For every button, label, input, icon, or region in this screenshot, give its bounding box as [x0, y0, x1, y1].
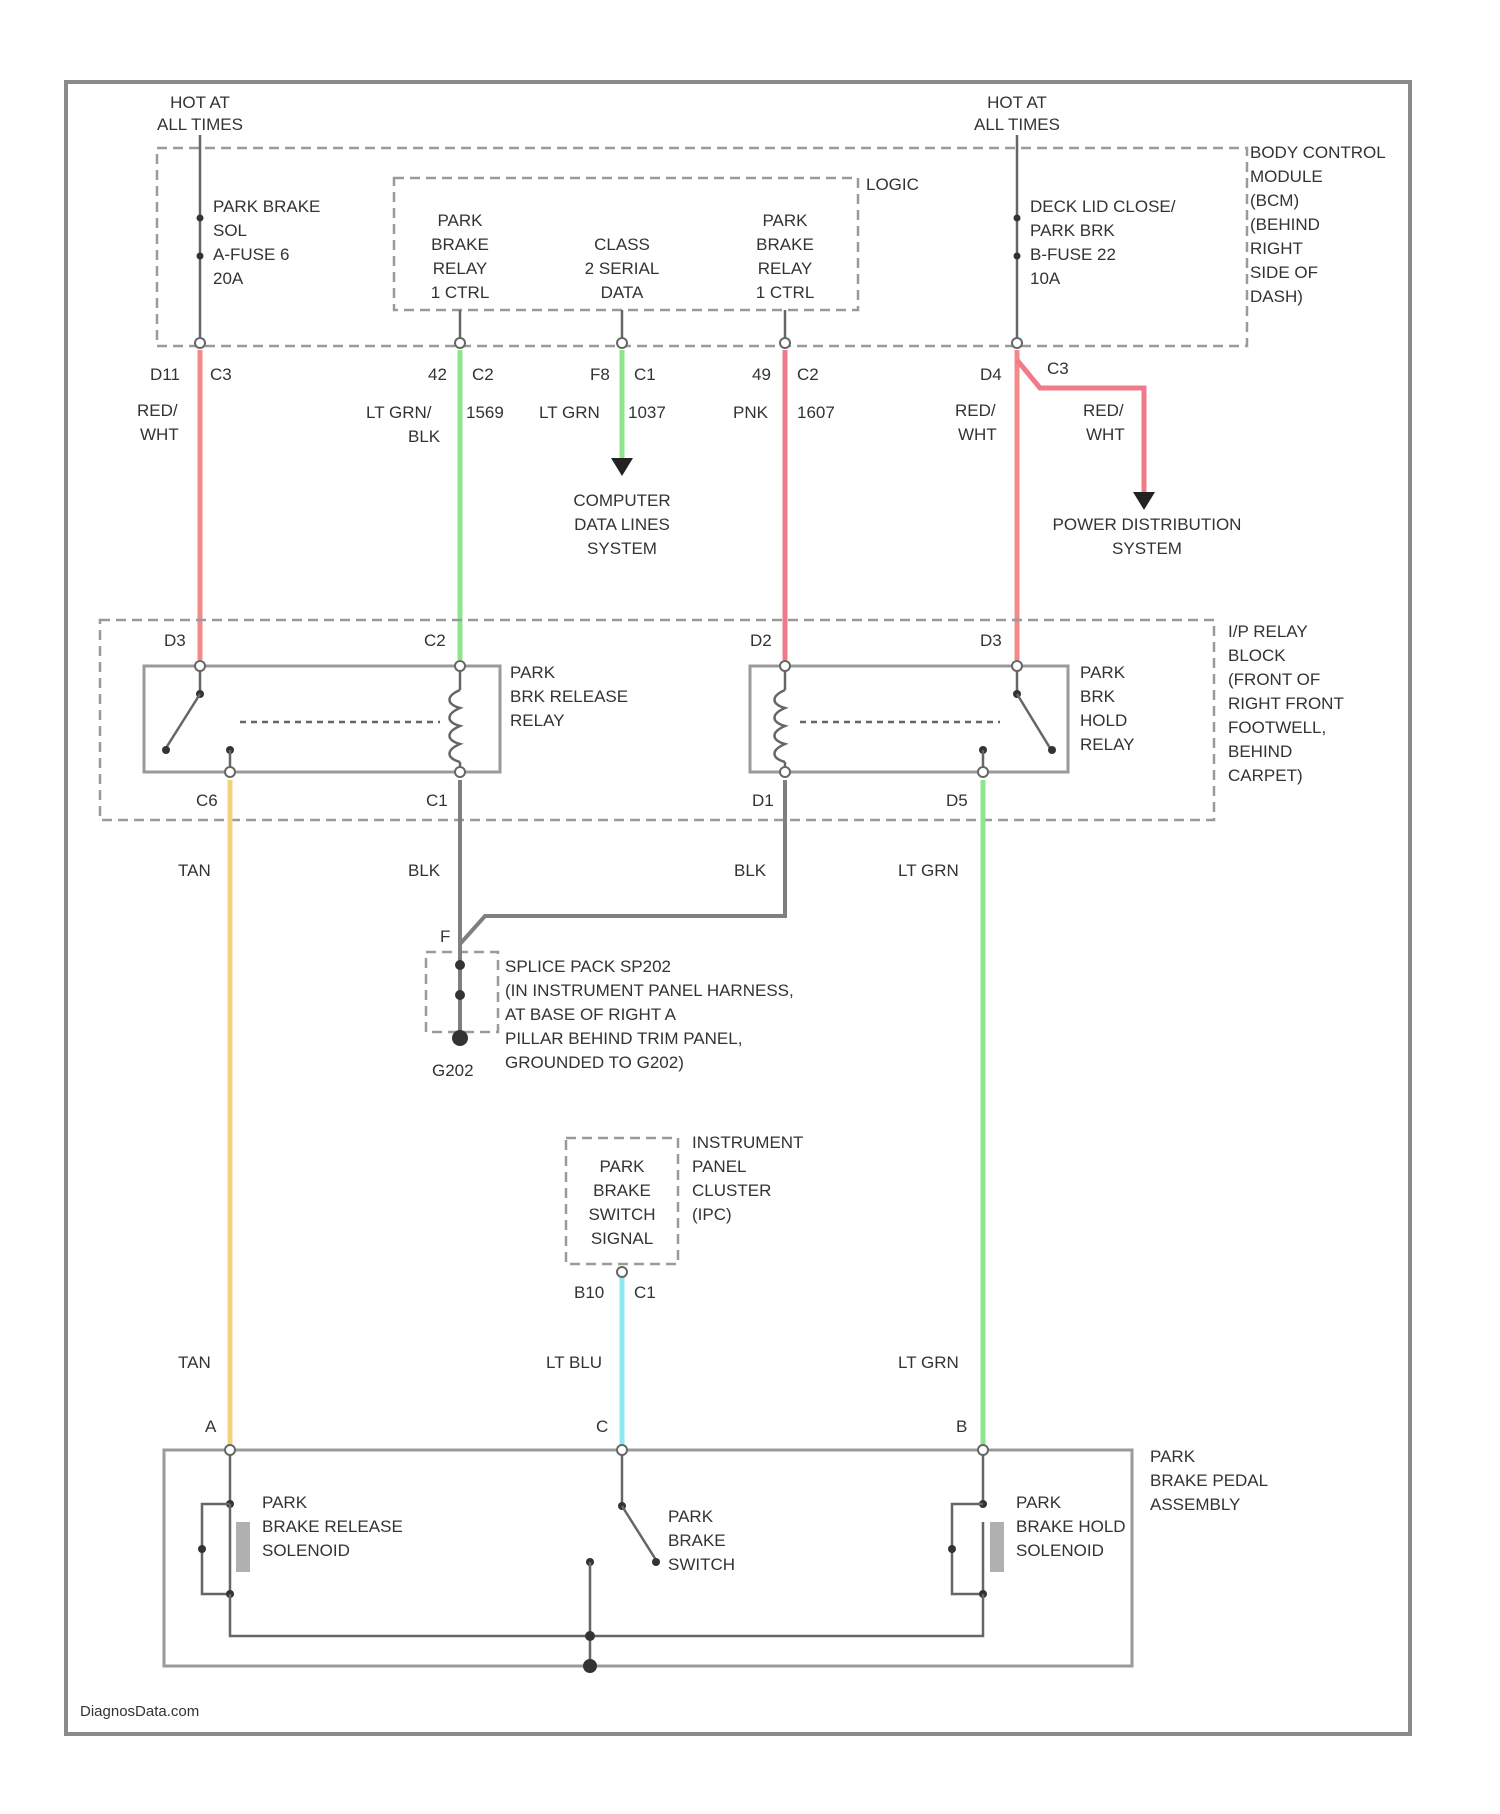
conn-d3: D3: [164, 631, 186, 650]
wire-label-blk-1: BLK: [408, 861, 441, 880]
wire-label-6: RED/WHT: [1083, 401, 1125, 444]
wire-label-lt-grn-2: LT GRN: [898, 1353, 959, 1372]
relay-coil-icon-2: [775, 690, 786, 762]
ground-icon-assembly: [583, 1659, 597, 1673]
footer-watermark: DiagnosData.com: [80, 1703, 199, 1720]
arrow-computer-data-lines: [611, 458, 633, 476]
park-brk-hold-relay: [750, 666, 1068, 772]
arrow-power-distribution: [1133, 492, 1155, 510]
conn-d5: D5: [946, 791, 968, 810]
conn-c2: C2: [424, 631, 446, 650]
solenoid-icon-hold: [990, 1522, 1004, 1572]
ip-relay-block-box: [100, 620, 1214, 820]
pin-a: A: [205, 1417, 217, 1436]
splice-f-label: F: [440, 927, 450, 946]
wire-red-wht-3: [1017, 360, 1144, 495]
ground-icon-g202: [452, 1030, 468, 1046]
wire-label-1: RED/WHT: [137, 401, 179, 444]
wire-label-5: RED/WHT: [955, 401, 997, 444]
conn-d3b: D3: [980, 631, 1002, 650]
logic-label: LOGIC: [866, 175, 919, 194]
wire-label-lt-grn: LT GRN: [898, 861, 959, 880]
park-brake-switch-icon: [622, 1506, 656, 1560]
g202-label: G202: [432, 1061, 474, 1080]
pin-c: C: [596, 1417, 608, 1436]
pin-b: B: [956, 1417, 967, 1436]
relay-coil-icon-1: [450, 690, 461, 762]
relay-switch-icon-2: [1017, 694, 1050, 748]
conn-c6: C6: [196, 791, 218, 810]
wire-label-2: LT GRN/BLK1569: [366, 403, 504, 446]
conn-d2: D2: [750, 631, 772, 650]
wire-label-tan: TAN: [178, 861, 211, 880]
wire-label-lt-blu: LT BLU: [546, 1353, 602, 1372]
park-brk-release-relay: [144, 666, 500, 772]
relay-switch-icon-1: [166, 694, 200, 748]
conn-c1: C1: [426, 791, 448, 810]
conn-d1: D1: [752, 791, 774, 810]
splice-pack-label: SPLICE PACK SP202(IN INSTRUMENT PANEL HA…: [505, 957, 794, 1072]
wire-label-tan-2: TAN: [178, 1353, 211, 1372]
wire-label-blk-2: BLK: [734, 861, 767, 880]
